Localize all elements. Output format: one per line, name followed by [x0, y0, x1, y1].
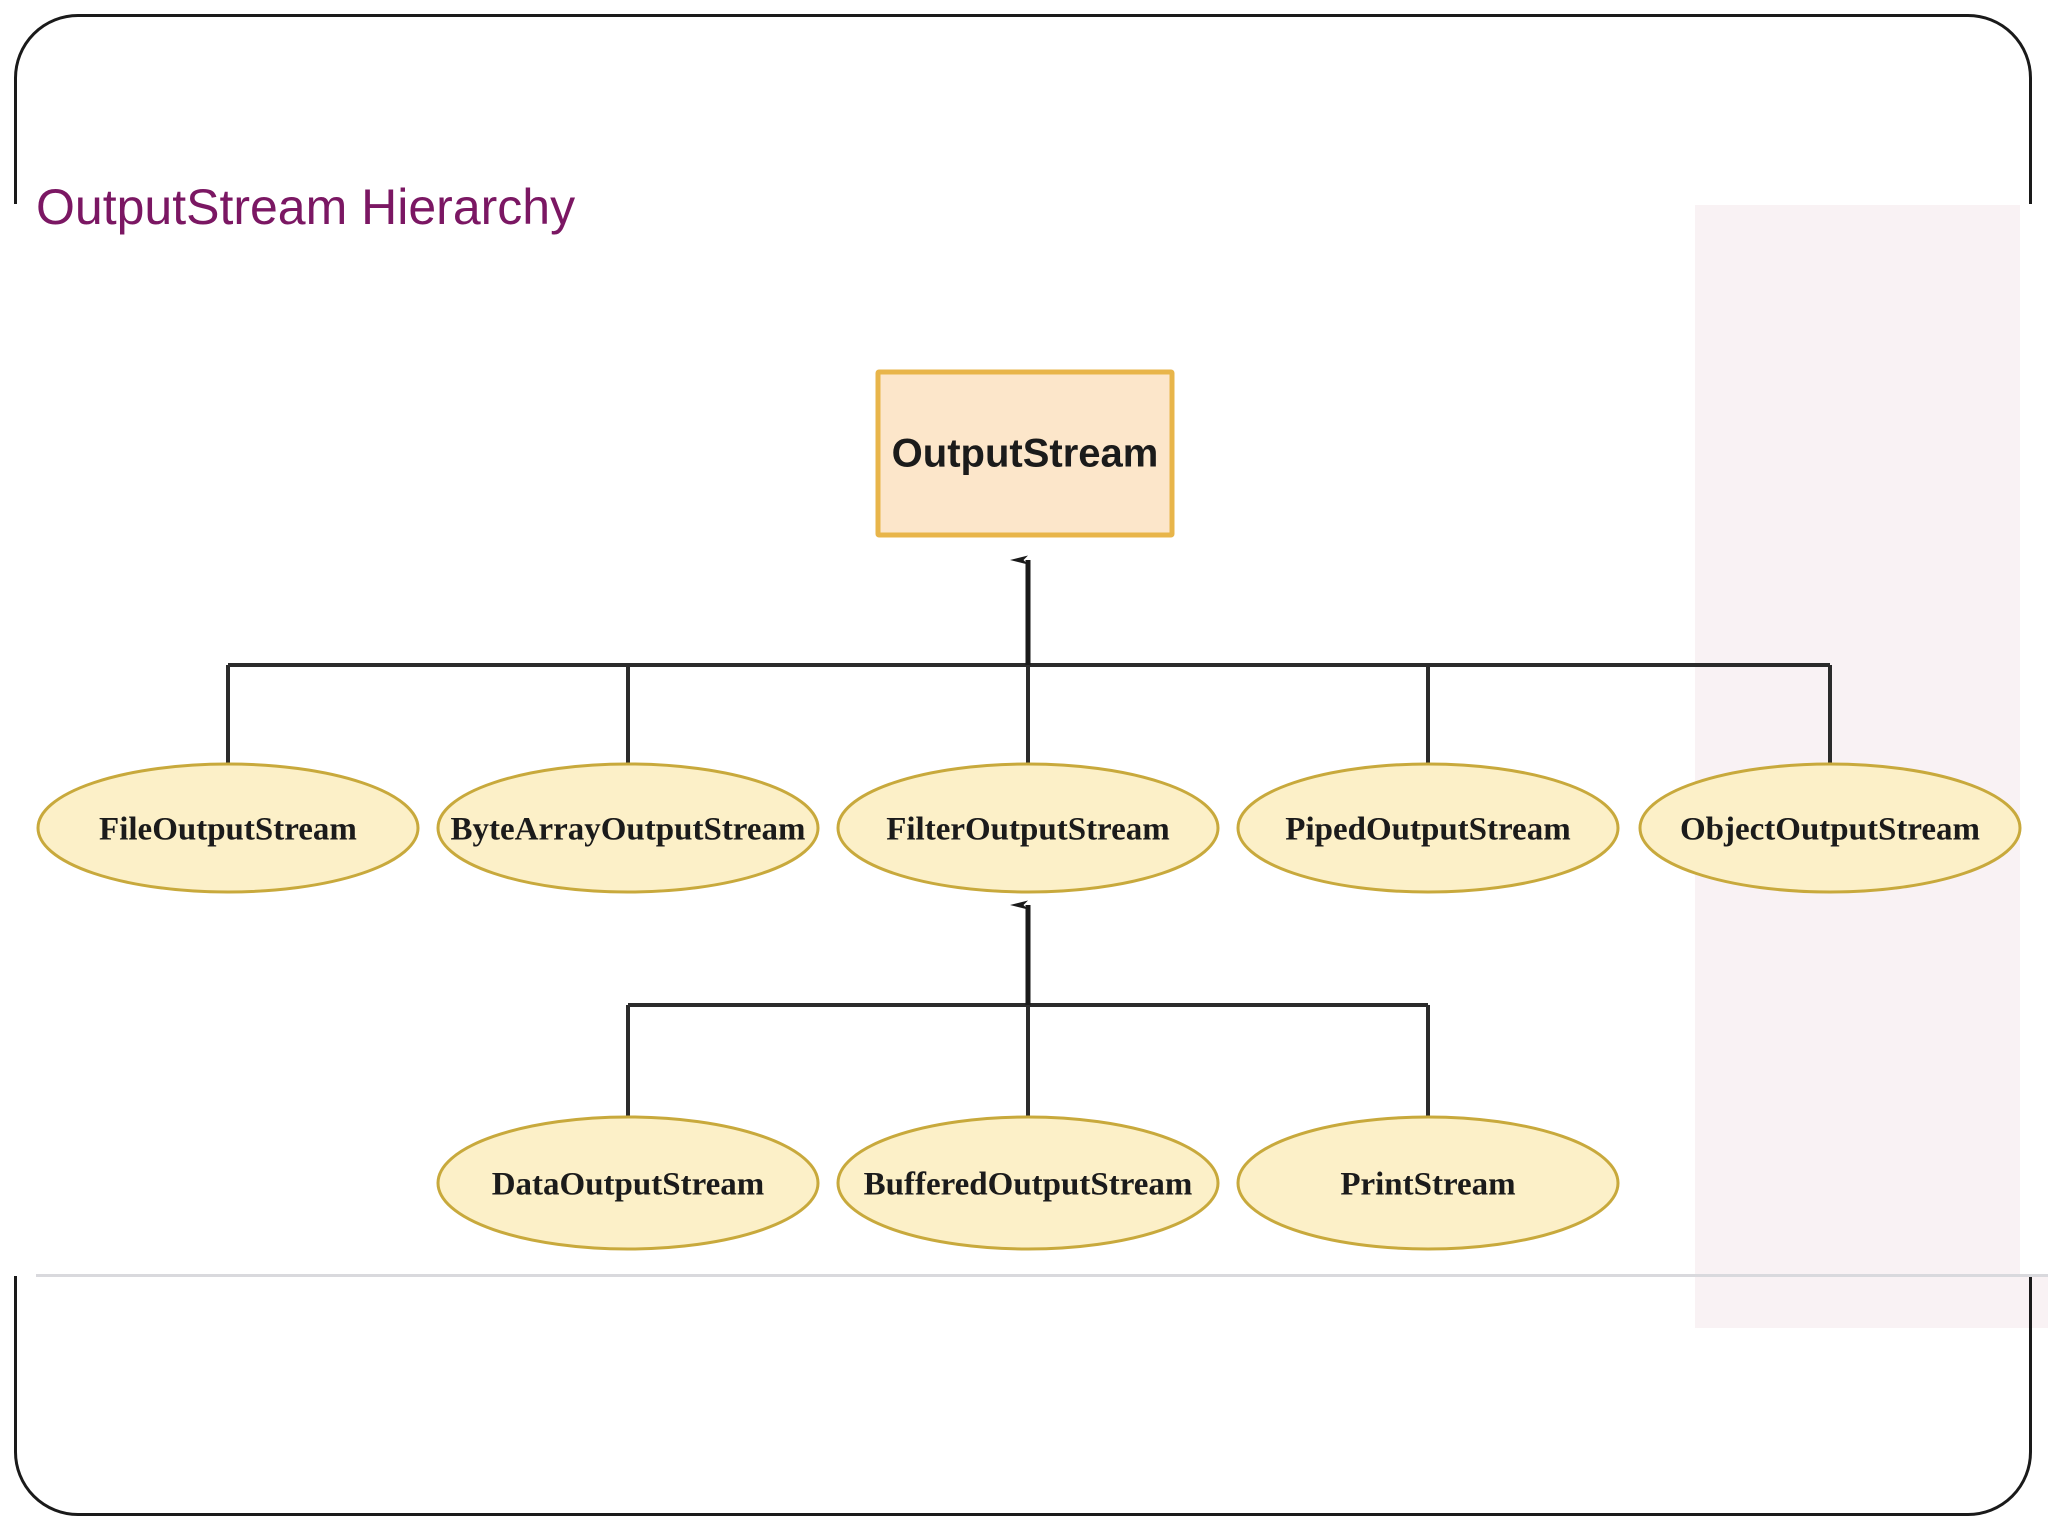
node-objectoutputstream-label: ObjectOutputStream — [1680, 812, 1980, 848]
node-filteroutputstream-shape — [836, 762, 1220, 894]
content-divider-rule — [36, 1274, 2048, 1277]
node-bufferedoutputstream-label: BufferedOutputStream — [864, 1167, 1193, 1203]
node-outputstream-label: OutputStream — [892, 432, 1159, 476]
node-outputstream[interactable]: OutputStream — [875, 369, 1175, 538]
node-filteroutputstream-label: FilterOutputStream — [886, 812, 1170, 848]
frame-right-mask — [2020, 204, 2048, 1276]
node-bytearrayoutputstream-shape — [436, 762, 820, 894]
node-pipedoutputstream-label: PipedOutputStream — [1285, 812, 1570, 848]
node-fileoutputstream[interactable]: FileOutputStream — [36, 762, 420, 894]
node-fileoutputstream-label: FileOutputStream — [99, 812, 357, 848]
node-dataoutputstream-label: DataOutputStream — [492, 1167, 765, 1203]
node-printstream-shape — [1236, 1115, 1620, 1251]
node-bufferedoutputstream[interactable]: BufferedOutputStream — [836, 1115, 1220, 1251]
node-bytearrayoutputstream[interactable]: ByteArrayOutputStream — [436, 762, 820, 894]
node-printstream-label: PrintStream — [1340, 1167, 1515, 1203]
page-title: OutputStream Hierarchy — [36, 179, 576, 235]
node-filteroutputstream[interactable]: FilterOutputStream — [836, 762, 1220, 894]
node-bytearrayoutputstream-label: ByteArrayOutputStream — [450, 812, 805, 848]
node-fileoutputstream-shape — [36, 762, 420, 894]
node-bufferedoutputstream-shape — [836, 1115, 1220, 1251]
node-pipedoutputstream-shape — [1236, 762, 1620, 894]
node-pipedoutputstream[interactable]: PipedOutputStream — [1236, 762, 1620, 894]
node-outputstream-rect — [875, 369, 1175, 538]
node-objectoutputstream[interactable]: ObjectOutputStream — [1638, 762, 2022, 894]
node-printstream[interactable]: PrintStream — [1236, 1115, 1620, 1251]
node-objectoutputstream-shape — [1638, 762, 2022, 894]
frame-left-mask — [0, 204, 28, 1276]
node-dataoutputstream-shape — [436, 1115, 820, 1251]
node-dataoutputstream[interactable]: DataOutputStream — [436, 1115, 820, 1251]
